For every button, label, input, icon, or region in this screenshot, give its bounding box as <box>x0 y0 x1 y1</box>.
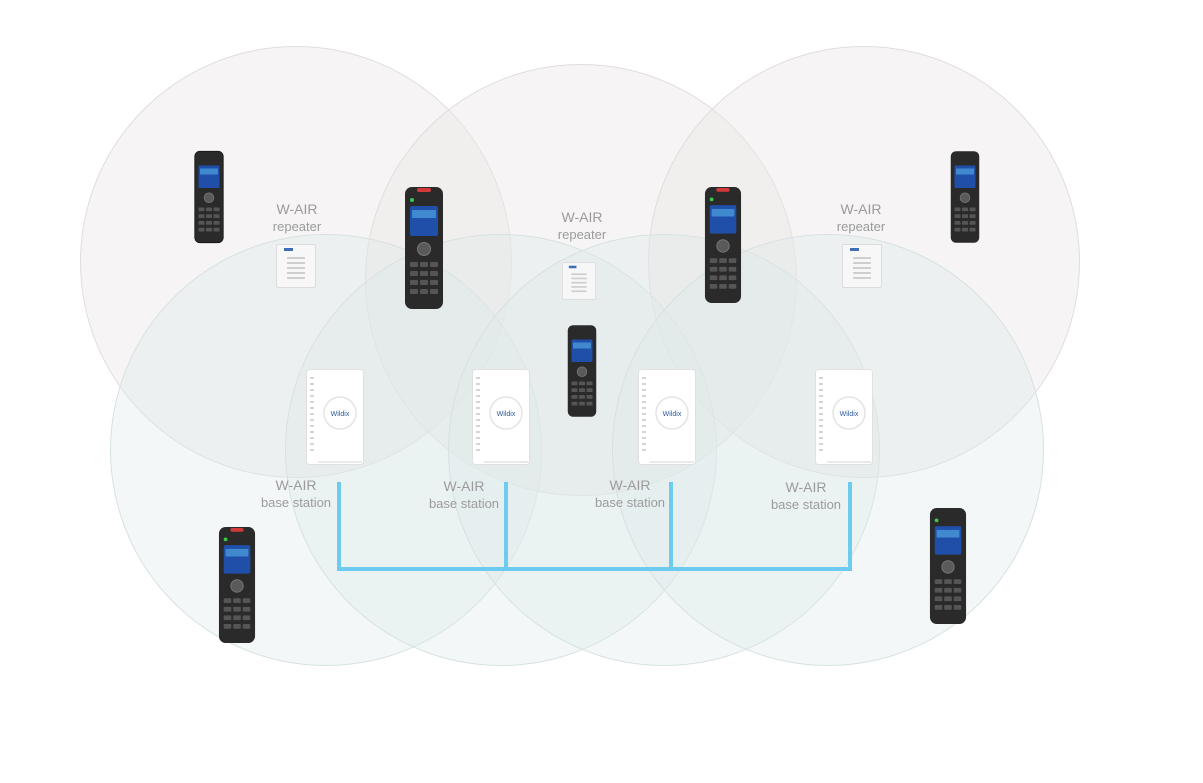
base-station-label-title: W-AIR <box>785 479 827 495</box>
handset-icon <box>218 527 256 643</box>
handset-icon <box>194 150 224 244</box>
repeater-label-type: repeater <box>557 227 607 242</box>
brand-logo: Wildix <box>497 411 516 418</box>
base-station-label-type: base station <box>428 496 500 511</box>
repeater-icon <box>276 244 316 288</box>
repeater-icon <box>562 262 596 300</box>
base-station-label-type: base station <box>594 495 666 510</box>
handset-icon <box>704 187 742 303</box>
base-station-label-1: W-AIR base station <box>226 477 366 511</box>
repeater-label-3: W-AIR repeater <box>791 201 931 235</box>
handset-icon <box>567 325 597 417</box>
handset-icon <box>929 508 967 624</box>
repeater-label-title: W-AIR <box>561 209 603 225</box>
brand-logo: Wildix <box>840 411 859 418</box>
handset-icon <box>950 151 980 243</box>
repeater-label-type: repeater <box>836 219 886 234</box>
base-station-icon: Wildix <box>472 369 530 465</box>
base-station-label-title: W-AIR <box>275 477 317 493</box>
repeater-icon <box>842 244 882 288</box>
base-station-label-type: base station <box>260 495 332 510</box>
base-station-label-3: W-AIR base station <box>560 477 700 511</box>
repeater-label-2: W-AIR repeater <box>512 209 652 243</box>
base-station-label-type: base station <box>770 497 842 512</box>
base-station-label-title: W-AIR <box>443 478 485 494</box>
handset-icon <box>405 187 443 309</box>
brand-logo: Wildix <box>331 411 350 418</box>
base-station-label-title: W-AIR <box>609 477 651 493</box>
base-station-label-2: W-AIR base station <box>394 478 534 512</box>
repeater-label-title: W-AIR <box>840 201 882 217</box>
repeater-label-type: repeater <box>272 219 322 234</box>
repeater-label-1: W-AIR repeater <box>227 201 367 235</box>
base-station-icon: Wildix <box>638 369 696 465</box>
base-station-icon: Wildix <box>306 369 364 465</box>
base-station-label-4: W-AIR base station <box>736 479 876 513</box>
brand-logo: Wildix <box>663 411 682 418</box>
base-station-icon: Wildix <box>815 369 873 465</box>
repeater-label-title: W-AIR <box>276 201 318 217</box>
